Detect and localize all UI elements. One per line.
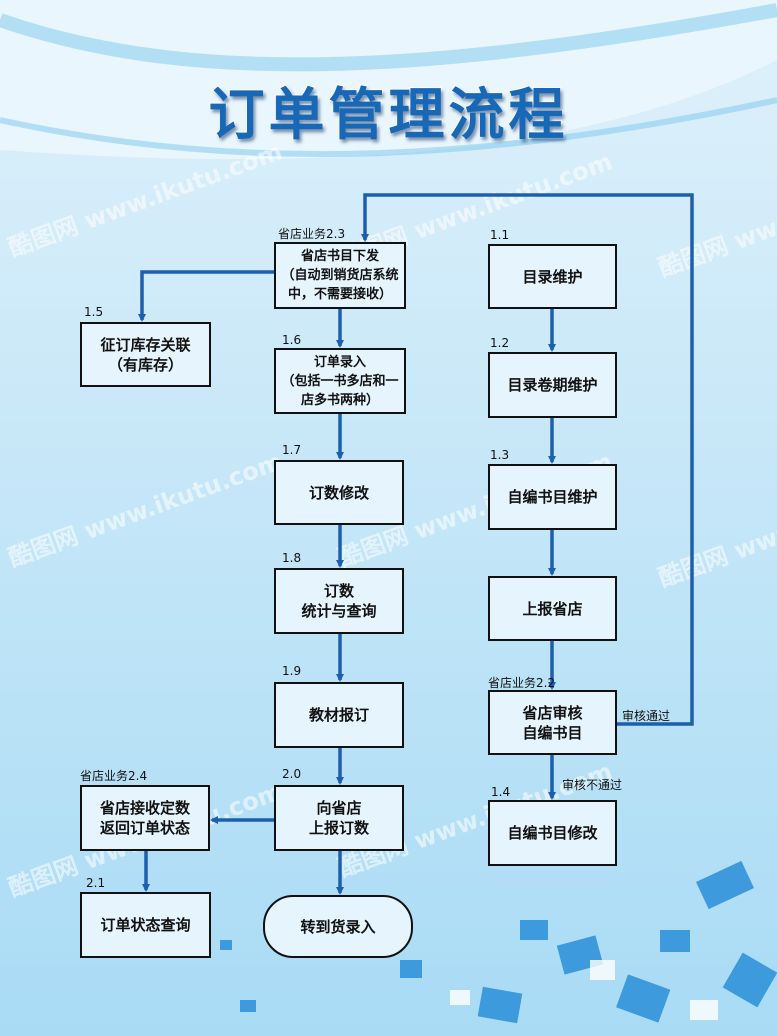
- node-id: 1.1: [490, 228, 510, 242]
- node-id: 省店业务2.2: [488, 676, 556, 690]
- node-province-review: 省店审核 自编书目: [488, 690, 617, 755]
- node-stock-link: 征订库存关联 （有库存）: [80, 322, 211, 387]
- node-textbook-order: 教材报订: [274, 682, 404, 748]
- node-id: 省店业务2.4: [80, 769, 148, 783]
- node-province-catalog-issue: 省店书目下发 （自动到销货店系统 中，不需要接收）: [274, 242, 406, 309]
- node-id: 1.7: [282, 443, 302, 457]
- node-self-catalog: 自编书目维护: [488, 464, 617, 530]
- node-id: 1.8: [282, 551, 302, 565]
- node-quantity-stats: 订数 统计与查询: [274, 568, 404, 634]
- node-id: 1.6: [282, 333, 302, 347]
- node-id: 2.1: [86, 876, 106, 890]
- node-id: 2.0: [282, 767, 302, 781]
- node-report-quantity: 向省店 上报订数: [274, 785, 404, 851]
- page-title: 订单管理流程: [208, 82, 569, 149]
- node-quantity-edit: 订数修改: [274, 460, 404, 525]
- node-order-entry: 订单录入 （包括一书多店和一 店多书两种）: [274, 348, 406, 414]
- arrow-22-23-loop: [361, 193, 694, 726]
- edge-label-fail: 审核不通过: [562, 778, 623, 792]
- node-id: 省店业务2.3: [278, 227, 346, 241]
- node-catalog-volume: 目录卷期维护: [488, 352, 617, 418]
- node-order-status-query: 订单状态查询: [80, 892, 211, 958]
- node-id: 1.4: [491, 785, 511, 799]
- node-id: 1.9: [282, 664, 302, 678]
- node-self-catalog-edit: 自编书目修改: [488, 800, 617, 866]
- node-catalog-maintain: 目录维护: [488, 244, 617, 309]
- node-end-goto-receipt: 转到货录入: [263, 895, 413, 958]
- edge-label-pass: 审核通过: [622, 709, 671, 723]
- node-id: 1.2: [490, 336, 510, 350]
- node-report-province: 上报省店: [488, 576, 617, 641]
- arrow-23-15: [138, 270, 274, 322]
- node-id: 1.3: [490, 448, 510, 462]
- node-province-receive: 省店接收定数 返回订单状态: [80, 785, 210, 851]
- node-id: 1.5: [84, 305, 104, 319]
